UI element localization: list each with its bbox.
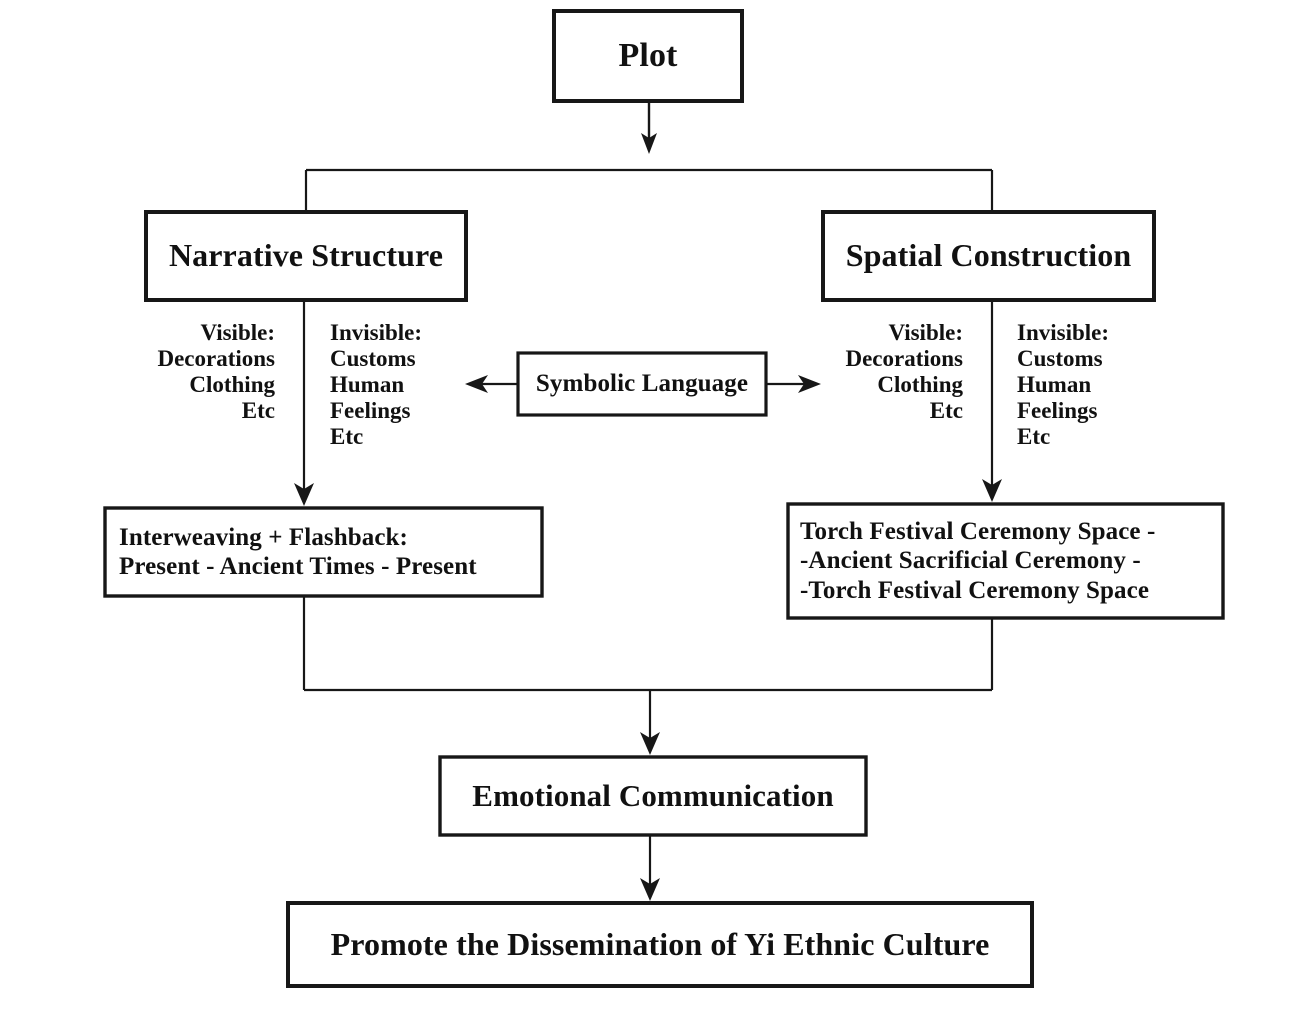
arrowhead-plot-to-bus (641, 133, 657, 154)
arrowhead-spatial-to-torch (982, 479, 1002, 502)
attributes-left-invisible: Invisible: Customs Human Feelings Etc (330, 320, 423, 449)
label-symbolic-language: Symbolic Language (535, 370, 749, 398)
box-emotional-communication[interactable] (438, 755, 868, 837)
box-torch-festival[interactable] (786, 502, 1225, 620)
label-torch-festival: Torch Festival Ceremony Space - -Ancient… (800, 517, 1156, 604)
arrowhead-merge-to-emotional (640, 732, 660, 755)
label-emotional-communication: Emotional Communication (472, 777, 834, 813)
label-interweaving-flashback: Interweaving + Flashback: Present - Anci… (119, 523, 477, 581)
label-promote-dissemination: Promote the Dissemination of Yi Ethnic C… (330, 925, 990, 962)
attributes-right-visible: Visible: Decorations Clothing Etc (845, 320, 963, 423)
label-plot: Plot (618, 36, 678, 74)
arrowhead-symbolic-left (465, 375, 488, 393)
attributes-left-visible: Visible: Decorations Clothing Etc (157, 320, 275, 423)
arrowhead-narrative-to-interweaving (294, 483, 314, 506)
label-narrative-structure: Narrative Structure (168, 237, 444, 274)
box-interweaving-flashback[interactable] (103, 506, 544, 598)
box-promote-dissemination[interactable] (286, 901, 1034, 988)
arrowhead-symbolic-right (798, 375, 821, 393)
box-plot[interactable] (552, 9, 744, 103)
box-spatial-construction[interactable] (821, 210, 1156, 302)
attributes-right-invisible: Invisible: Customs Human Feelings Etc (1017, 320, 1110, 449)
box-narrative-structure[interactable] (144, 210, 468, 302)
arrowhead-emotional-to-promote (640, 878, 660, 901)
label-spatial-construction: Spatial Construction (845, 237, 1132, 274)
